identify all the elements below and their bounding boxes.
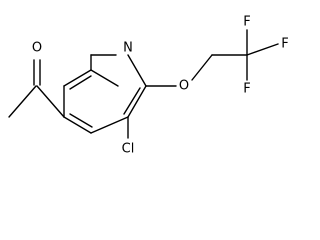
bond-oxygen-ch2 <box>191 54 213 81</box>
ring-nitrogen-label: N <box>123 41 133 56</box>
molecule-structure: O N O Cl F F F <box>8 15 289 157</box>
bond-ring-c6-c5 <box>127 85 147 118</box>
bond-ring-n-c6 <box>127 54 147 87</box>
bond-carbonyl-ring <box>36 85 65 118</box>
bond-ring-c5-c4b <box>90 116 129 134</box>
carbonyl-oxygen-label: O <box>32 41 42 56</box>
bond-ring-c6-c5-inner <box>123 87 141 115</box>
bond-ring-c4-n <box>90 69 119 87</box>
fluorine-left-label: F <box>243 15 250 30</box>
bond-ring-c3-c4 <box>63 69 92 87</box>
bond-ring-c4b-c3 <box>63 116 92 134</box>
bond-cf3-f-right <box>246 43 279 56</box>
ether-oxygen-label: O <box>179 79 189 94</box>
bond-ring-c4b-c3-inner <box>69 113 93 128</box>
fluorine-bottom-label: F <box>243 82 250 97</box>
bond-methyl-carbonyl <box>8 85 37 118</box>
bond-ring-c3-c4-inner <box>69 75 92 90</box>
chlorine-label: Cl <box>122 142 135 157</box>
fluorine-top-right-label: F <box>281 37 288 52</box>
